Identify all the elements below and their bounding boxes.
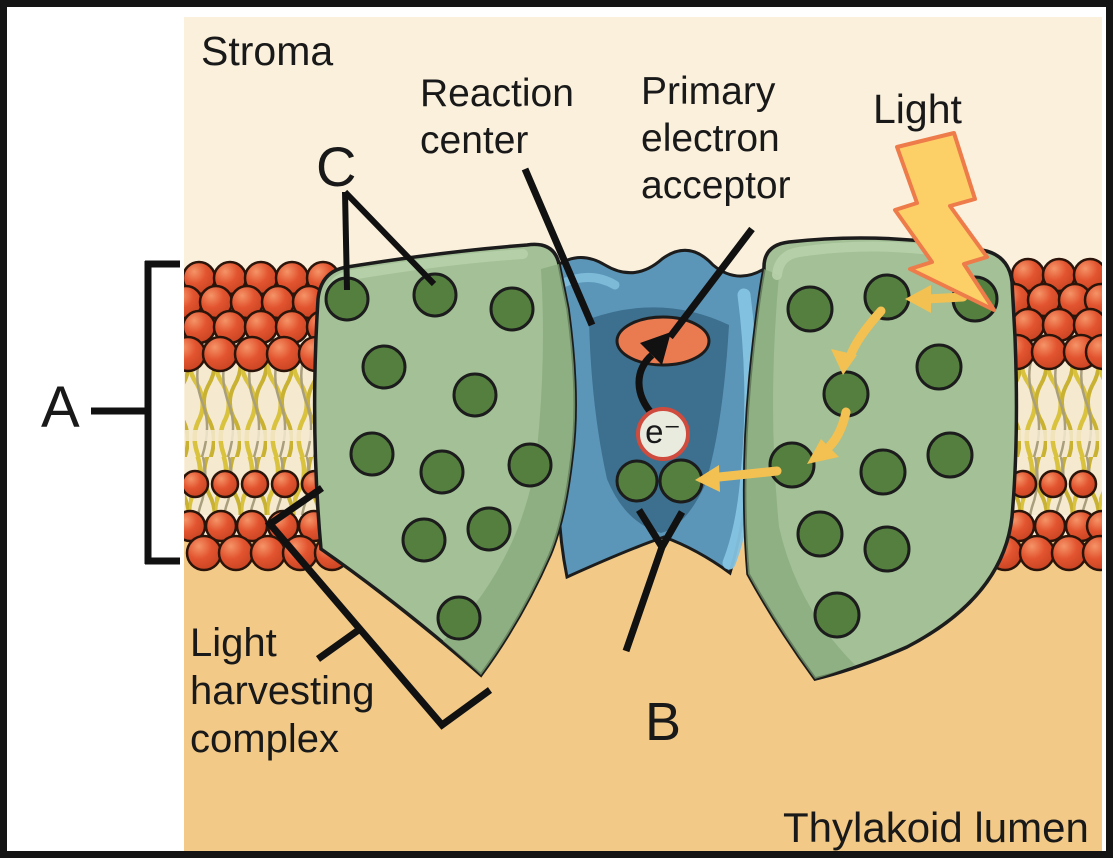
- marker-c-label: C: [316, 135, 357, 198]
- b-pointer: [622, 508, 686, 653]
- a-bracket: [91, 260, 180, 565]
- pigment-circle: [412, 272, 458, 318]
- reaction-center-pointer: [521, 167, 596, 327]
- reaction-center-label: Reaction center: [420, 72, 574, 162]
- lipid-head: [1018, 534, 1056, 572]
- lipid-head: [265, 335, 303, 373]
- lipid-head: [201, 335, 239, 373]
- pigment-circle: [349, 431, 395, 477]
- pigment-circle: [768, 441, 816, 489]
- lipid-head: [240, 469, 270, 499]
- lipid-head: [1038, 469, 1068, 499]
- lipid-head: [1081, 534, 1102, 572]
- pigment-circle: [401, 517, 447, 563]
- pigment-circle: [813, 591, 861, 639]
- pigment-circle: [507, 442, 553, 488]
- electron-label: e⁻: [645, 413, 681, 451]
- lipid-head: [233, 335, 271, 373]
- photosystem-complex-left: [312, 242, 577, 678]
- marker-a-label: A: [41, 375, 80, 440]
- lipid-head: [249, 534, 287, 572]
- lipid-head: [1030, 333, 1068, 371]
- pigment-circle: [863, 273, 911, 321]
- lipid-head: [1068, 469, 1098, 499]
- pigment-circle: [436, 595, 482, 641]
- lipid-head: [184, 469, 210, 499]
- lipid-head: [210, 469, 240, 499]
- pigment-circle: [452, 372, 498, 418]
- pigment-circle: [786, 285, 834, 333]
- photosystem-diagram: [91, 17, 1102, 851]
- electron-transfer-arrow-icon: [635, 332, 671, 418]
- pointer-lines: [264, 167, 755, 730]
- pigment-circle: [361, 344, 407, 390]
- c-pointer-1: [342, 191, 350, 291]
- pigment-molecules: [768, 273, 999, 639]
- light-harvesting-complex-label: Light harvesting complex: [190, 621, 375, 761]
- lightning-bolt-icon: [893, 131, 996, 312]
- pigment-circle: [489, 286, 535, 332]
- light-label: Light: [873, 86, 962, 132]
- lipid-head: [1085, 509, 1102, 543]
- thylakoid-lumen-label: Thylakoid lumen: [783, 804, 1089, 851]
- pigment-molecules: [324, 272, 553, 641]
- special-pair-pigments: [615, 458, 704, 504]
- pigment-circle: [796, 510, 844, 558]
- pigment-circle: [466, 506, 512, 552]
- pigment-circle: [863, 525, 911, 573]
- lipid-head: [1050, 534, 1088, 572]
- primary-electron-acceptor-label: Primary electron acceptor: [641, 70, 791, 207]
- pigment-circle: [859, 448, 907, 496]
- lipid-head: [1084, 333, 1102, 371]
- c-pointer-2: [342, 189, 437, 287]
- lipid-head: [184, 335, 207, 373]
- primary-acceptor-pointer: [667, 226, 755, 340]
- light-harvesting-bracket: [264, 485, 493, 730]
- lipid-head: [185, 534, 223, 572]
- energy-transfer-arrows-icon: [695, 285, 968, 492]
- pigment-circle: [915, 343, 963, 391]
- pigment-circle: [926, 431, 974, 479]
- marker-b-label: B: [645, 692, 682, 752]
- electron-circle: [636, 407, 690, 461]
- stroma-label: Stroma: [201, 28, 334, 74]
- lipid-head: [217, 534, 255, 572]
- pigment-circle: [419, 449, 465, 495]
- membrane-right: [937, 257, 1102, 572]
- lipid-head: [270, 469, 300, 499]
